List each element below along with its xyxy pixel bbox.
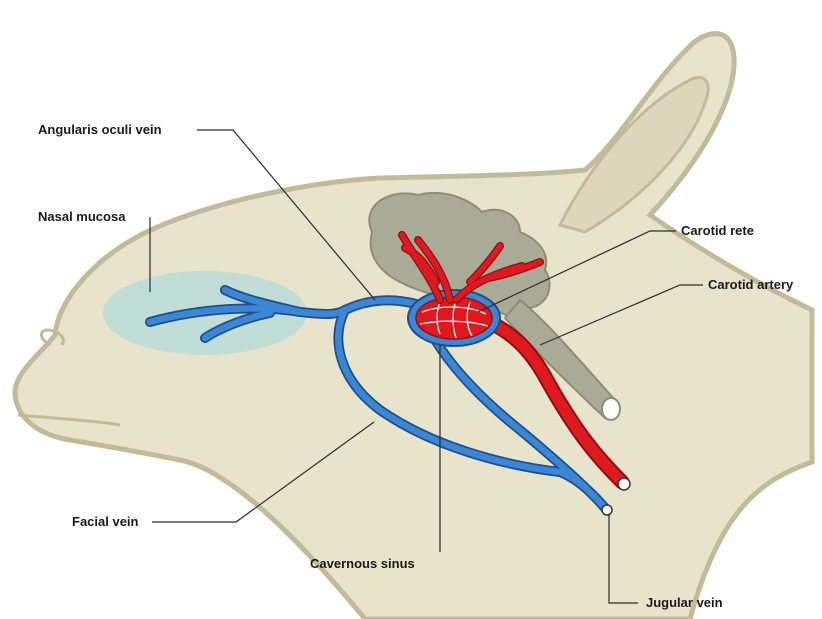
carotid-artery-end xyxy=(618,478,630,490)
label-carotid-rete: Carotid rete xyxy=(681,223,754,238)
label-jugular-vein: Jugular vein xyxy=(646,595,723,610)
label-carotid-artery: Carotid artery xyxy=(708,277,794,292)
jugular-vein-end xyxy=(602,505,612,515)
brainstem-end xyxy=(602,398,620,420)
label-facial-vein: Facial vein xyxy=(72,514,139,529)
label-cavernous-sinus: Cavernous sinus xyxy=(310,556,415,571)
label-angularis-oculi-vein: Angularis oculi vein xyxy=(38,122,162,137)
label-nasal-mucosa: Nasal mucosa xyxy=(38,209,126,224)
